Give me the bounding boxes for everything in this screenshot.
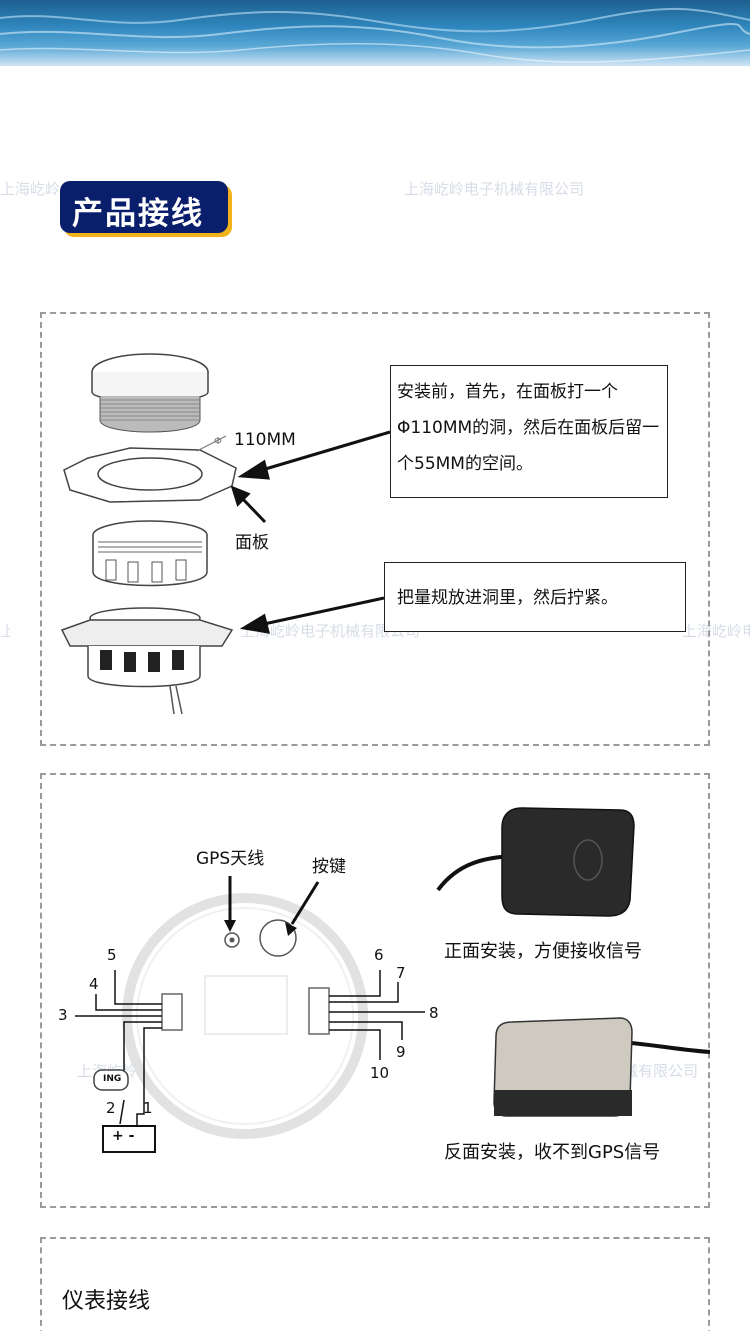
ing-label: ING bbox=[103, 1074, 122, 1084]
gps-module-back bbox=[493, 1017, 710, 1117]
pin-label: 4 bbox=[89, 975, 99, 993]
pin-label: 1 bbox=[143, 1099, 153, 1117]
back-install-caption: 反面安装，收不到GPS信号 bbox=[444, 1142, 661, 1163]
install-step-2-callout: 把量规放进洞里，然后拧紧。 bbox=[384, 562, 686, 632]
water-banner bbox=[0, 0, 750, 66]
wiring-diagram bbox=[75, 876, 425, 1153]
section-title-badge: 产品接线 bbox=[60, 181, 228, 233]
gps-module-front bbox=[436, 807, 635, 917]
pin-label: 3 bbox=[58, 1006, 68, 1024]
pin-label: 8 bbox=[429, 1004, 439, 1022]
gps-module-drawings bbox=[436, 807, 710, 1117]
watermark-text: 上海屹岭电子机械有限公司 bbox=[0, 622, 10, 640]
assembled-gauge-drawing bbox=[60, 607, 234, 715]
watermark-text: 上海屹岭电子机械有限公司 bbox=[240, 622, 421, 640]
panel-label: 面板 bbox=[235, 533, 269, 553]
gps-antenna-label: GPS天线 bbox=[196, 849, 265, 869]
gauge-wiring-panel bbox=[40, 1237, 710, 1331]
mounting-nut-drawing bbox=[92, 520, 208, 587]
pin-label: 2 bbox=[106, 1099, 116, 1117]
wiring-panel bbox=[40, 773, 710, 1208]
pin-label: 9 bbox=[396, 1043, 406, 1061]
installation-diagram bbox=[60, 353, 391, 715]
mounting-panel-drawing bbox=[63, 447, 237, 503]
diameter-label: 110MM bbox=[234, 430, 296, 450]
gauge-wiring-title: 仪表接线 bbox=[62, 1289, 151, 1314]
section-title: 产品接线 bbox=[72, 196, 204, 232]
front-install-caption: 正面安装，方便接收信号 bbox=[444, 941, 642, 962]
pin-label: 7 bbox=[396, 964, 406, 982]
pin-label: 10 bbox=[370, 1064, 390, 1082]
button-label: 按键 bbox=[312, 857, 346, 877]
installation-panel bbox=[40, 312, 710, 746]
gauge-bezel-drawing bbox=[91, 353, 209, 433]
pin-label: 5 bbox=[107, 946, 117, 964]
watermark-text: 上海屹岭电子机械有限公司 bbox=[682, 622, 750, 640]
watermark-text: 上海屹岭电子机械有限公司 bbox=[404, 180, 585, 198]
diameter-symbol: Φ bbox=[214, 436, 222, 447]
battery-label: + - bbox=[112, 1128, 135, 1144]
pin-label: 6 bbox=[374, 946, 384, 964]
install-step-1-callout: 安装前，首先，在面板打一个Φ110MM的洞，然后在面板后留一个55MM的空间。 bbox=[390, 365, 668, 498]
